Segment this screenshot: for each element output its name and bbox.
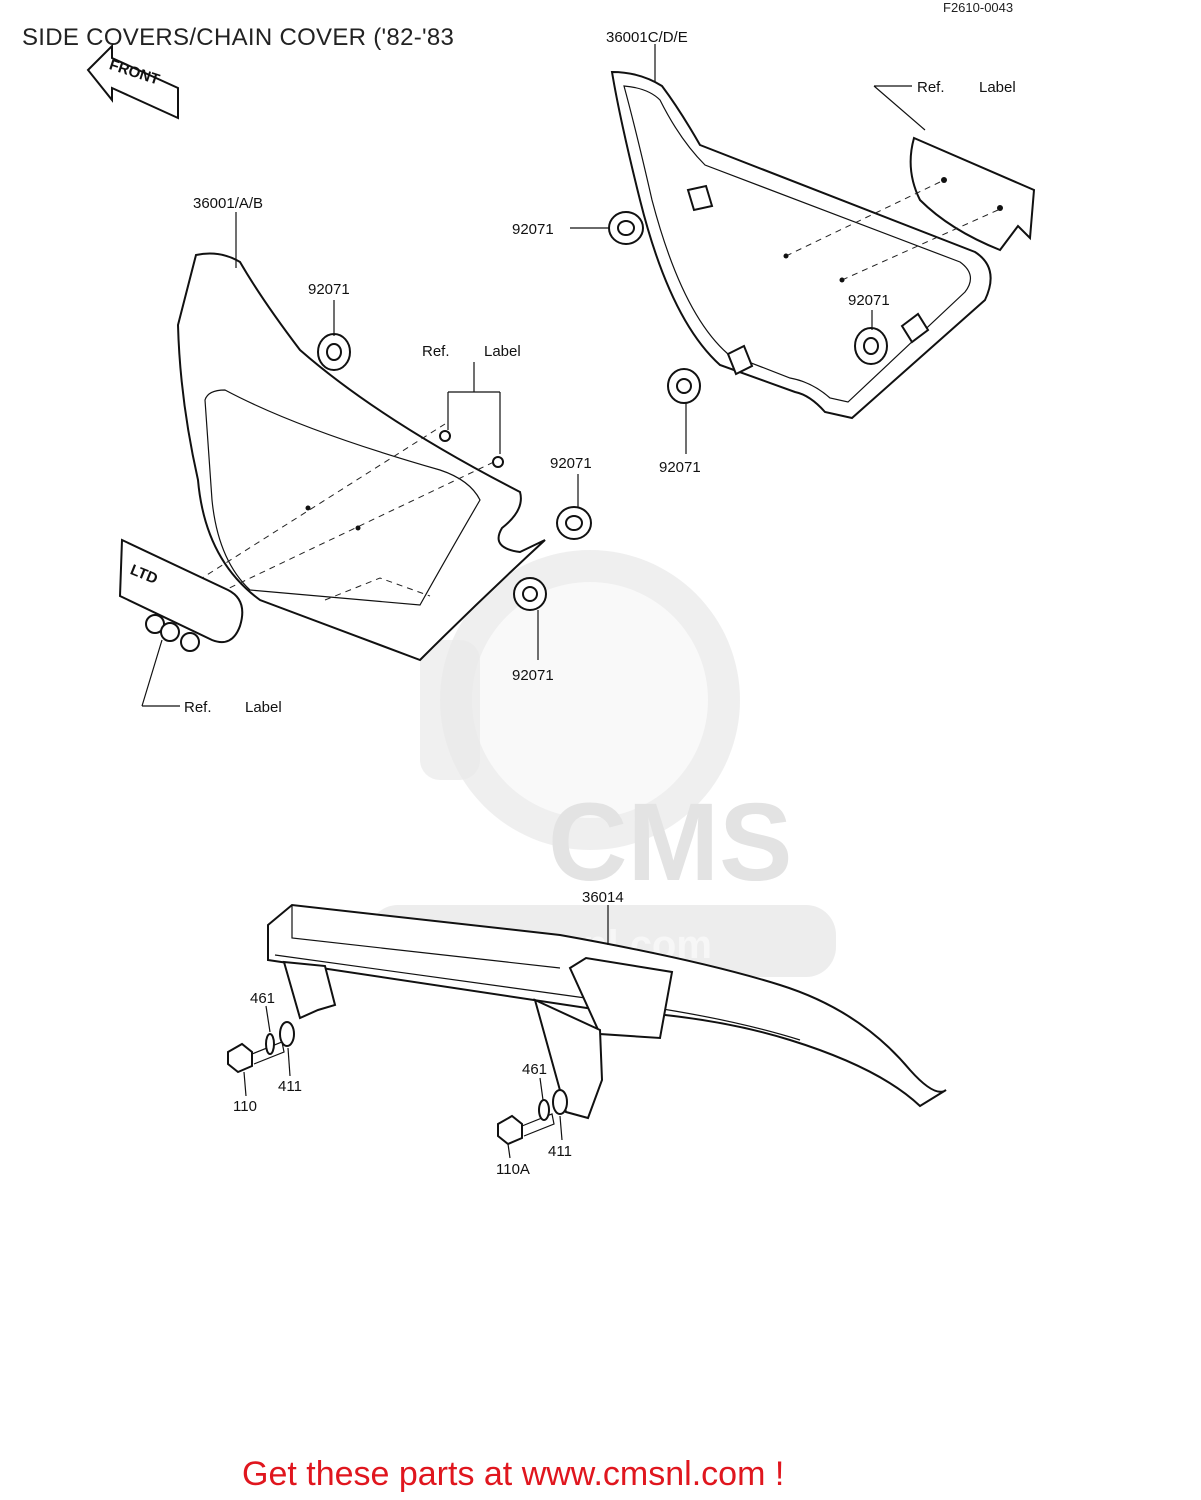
watermark-brand: CMS	[548, 781, 792, 904]
footer-promo: Get these parts at www.cmsnl.com !	[242, 1455, 785, 1493]
callout-grommet: 92071	[512, 221, 554, 238]
figure-code: F2610-0043	[943, 0, 1014, 15]
callout-grommet: 92071	[550, 455, 592, 472]
front-direction-arrow: FRONT	[86, 43, 179, 120]
callout-grommet: 92071	[512, 667, 554, 684]
washer	[552, 1089, 568, 1115]
watermark-mascot-arm	[420, 640, 480, 780]
grommet	[317, 333, 351, 371]
callout-grommet: 92071	[659, 459, 701, 476]
diagram-title: SIDE COVERS/CHAIN COVER ('82-'83	[22, 24, 455, 51]
callout-grommet: 92071	[308, 281, 350, 298]
callout-bolt: 110A	[496, 1161, 530, 1178]
callout-label: Label	[979, 79, 1016, 96]
ltd-emblem: LTD	[118, 538, 244, 652]
bolt	[227, 1042, 253, 1074]
grommet	[667, 368, 701, 404]
callout-label: Label	[484, 343, 521, 360]
chain-cover	[267, 903, 947, 1120]
callout-chain-cover: 36014	[582, 889, 624, 906]
callout-washer: 411	[278, 1078, 302, 1095]
callout-label: Label	[245, 699, 282, 716]
lock-washer	[265, 1033, 275, 1055]
callout-ref: Ref.	[917, 79, 945, 96]
grommet	[556, 506, 592, 540]
callout-lock-washer: 461	[522, 1061, 547, 1078]
grommet	[854, 327, 888, 365]
callout-side-cover-right: 36001C/D/E	[606, 29, 688, 46]
grommet	[608, 211, 644, 245]
callout-lock-washer: 461	[250, 990, 275, 1007]
grommet-parts	[317, 211, 888, 611]
callout-grommet: 92071	[848, 292, 890, 309]
right-side-cover	[610, 70, 1036, 420]
lock-washer	[538, 1099, 550, 1121]
hardware-left	[227, 1021, 295, 1074]
callout-washer: 411	[548, 1143, 572, 1160]
callout-bolt: 110	[233, 1098, 257, 1115]
bolt	[497, 1114, 523, 1146]
hardware-right	[497, 1089, 568, 1146]
grommet	[513, 577, 547, 611]
left-side-cover	[176, 252, 546, 662]
callout-labels: 36001/A/B 92071 Ref. Label 92071 92071 R…	[184, 29, 1016, 1178]
callout-side-cover-left: 36001/A/B	[193, 195, 263, 212]
washer	[279, 1021, 295, 1047]
callout-ref: Ref.	[184, 699, 212, 716]
leader-lines	[141, 44, 926, 1159]
callout-ref: Ref.	[422, 343, 450, 360]
